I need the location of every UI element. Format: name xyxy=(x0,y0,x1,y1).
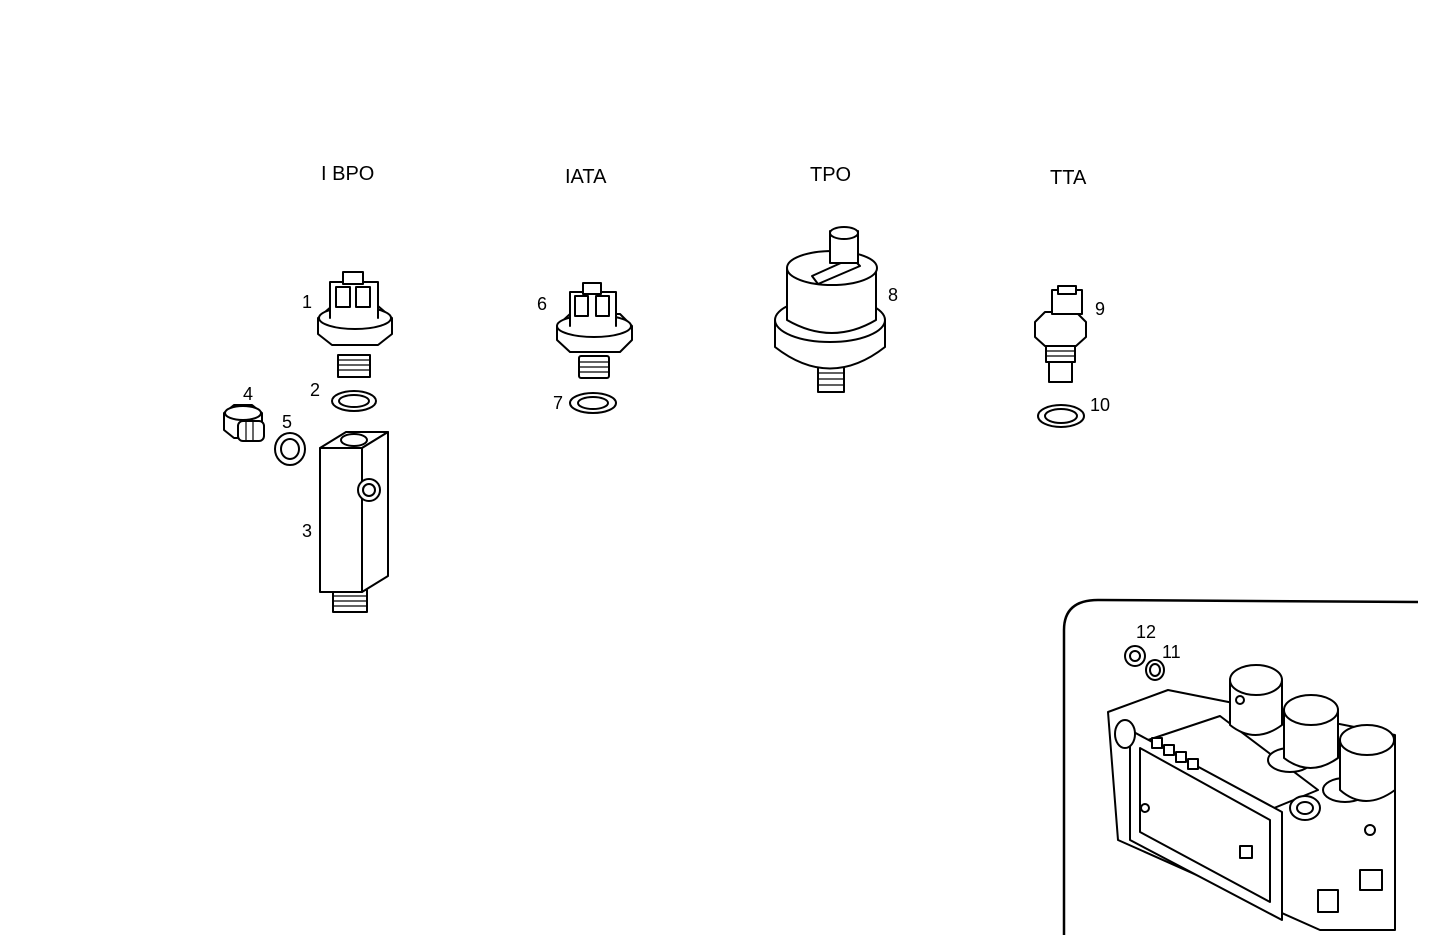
callout-2: 2 xyxy=(310,380,320,400)
callout-12: 12 xyxy=(1136,622,1156,642)
callout-10: 10 xyxy=(1090,395,1110,415)
callout-9: 9 xyxy=(1095,299,1105,319)
pressure-switch-icon xyxy=(556,282,633,379)
transmission-valve-block-icon xyxy=(1107,664,1396,931)
callout-6: 6 xyxy=(537,294,547,314)
group-title-tta: TTA xyxy=(1050,167,1087,189)
sealing-washer-icon xyxy=(1145,659,1165,681)
group-title-tpo: TPO xyxy=(810,164,851,186)
sealing-washer-icon xyxy=(331,390,377,412)
temperature-sender-icon xyxy=(1034,285,1087,383)
callout-4: 4 xyxy=(243,384,253,404)
sealing-washer-icon xyxy=(274,432,306,466)
plug-icon xyxy=(223,404,265,442)
pressure-switch-icon xyxy=(317,271,393,378)
inset-frame xyxy=(1062,598,1419,935)
callout-7: 7 xyxy=(553,393,563,413)
callout-3: 3 xyxy=(302,521,312,541)
group-title-iata: IATA xyxy=(565,166,607,188)
pressure-sender-icon xyxy=(774,226,886,393)
adapter-block-icon xyxy=(319,431,389,613)
sealing-washer-icon xyxy=(569,392,617,414)
callout-1: 1 xyxy=(302,292,312,312)
group-title-ibpo: I BPO xyxy=(321,163,374,185)
plug-icon xyxy=(1124,645,1146,667)
callout-5: 5 xyxy=(282,412,292,432)
callout-11: 11 xyxy=(1162,642,1181,662)
callout-8: 8 xyxy=(888,285,898,305)
sealing-washer-icon xyxy=(1037,404,1085,428)
